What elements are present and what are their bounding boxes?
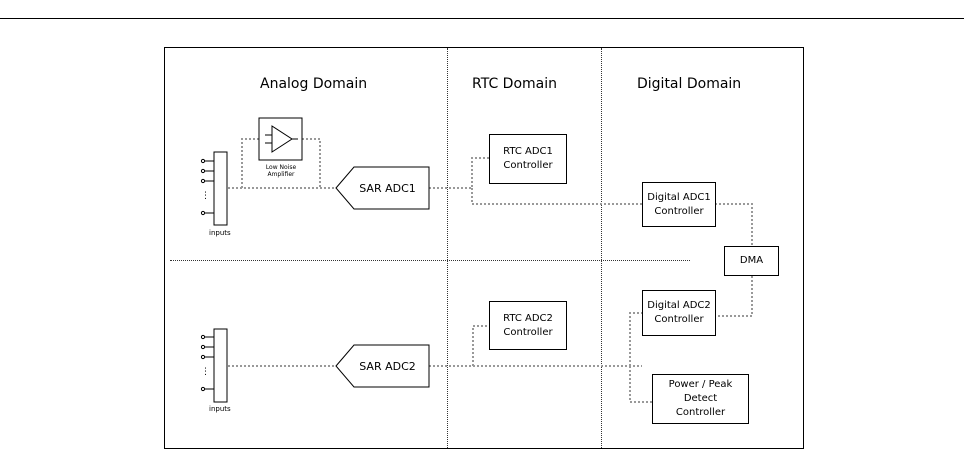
sar-adc1: SAR ADC1 — [336, 167, 429, 209]
input-to-lna-wire — [241, 138, 259, 188]
digital-domain-title: Digital Domain — [637, 76, 742, 92]
digital-adc2-controller: Digital ADC2 Controller — [642, 290, 716, 336]
digital-adc2-controller-label: Digital ADC2 Controller — [647, 300, 711, 325]
power-peak-detect-controller-label: Power / Peak Detect Controller — [668, 379, 733, 418]
input-ellipsis-1: ⋮ — [201, 191, 210, 201]
input-mux-adc1 — [200, 151, 228, 226]
sar-adc2-shape — [335, 344, 430, 388]
dma-block: DMA — [724, 246, 779, 276]
digital-adc1-controller: Digital ADC1 Controller — [642, 182, 716, 227]
lna-block — [258, 117, 303, 161]
sar-adc1-label: SAR ADC1 — [359, 181, 416, 195]
amplifier-icon — [271, 125, 293, 153]
power-peak-detect-controller: Power / Peak Detect Controller — [652, 374, 749, 424]
sar-adc1-to-digital-adc1-wire — [471, 188, 642, 205]
rtc-domain-title: RTC Domain — [472, 76, 557, 92]
input-bus-bar-1 — [213, 151, 228, 226]
rtc-adc1-controller-label: RTC ADC1 Controller — [503, 146, 553, 171]
analog-domain-title: Analog Domain — [260, 76, 368, 92]
lna-label: Low Noise Amplifier — [265, 164, 297, 178]
diagram-frame — [164, 47, 804, 449]
page-top-rule — [0, 18, 964, 19]
input-ellipsis-2: ⋮ — [201, 367, 210, 377]
input-bus-bar-2 — [213, 328, 228, 403]
digital-adc1-to-dma-wire — [715, 203, 753, 246]
digital-adc1-controller-label: Digital ADC1 Controller — [647, 191, 711, 217]
analog-rtc-divider — [447, 48, 448, 448]
lna-to-sar-adc1-wire — [302, 138, 321, 188]
rtc-adc1-controller: RTC ADC1 Controller — [489, 134, 567, 184]
input-mux-adc2 — [200, 328, 228, 403]
dma-to-digital-adc2-wire — [716, 276, 753, 317]
inputs-label-1: inputs — [209, 229, 231, 237]
sar-adc2-to-power-peak-wire — [629, 366, 652, 403]
rtc-adc2-controller: RTC ADC2 Controller — [489, 301, 567, 350]
sar-adc2-to-rtc-adc2-wire — [472, 325, 489, 366]
sar-adc2-to-digital-adc2-wire — [629, 312, 642, 366]
adc1-adc2-divider — [170, 260, 690, 261]
inputs-label-2: inputs — [209, 405, 231, 413]
sar-adc2-label: SAR ADC2 — [359, 359, 416, 373]
sar-adc1-shape — [335, 166, 430, 210]
sar-adc2: SAR ADC2 — [336, 345, 429, 387]
rtc-adc2-controller-label: RTC ADC2 Controller — [503, 312, 553, 338]
dma-label: DMA — [739, 255, 764, 266]
rtc-digital-divider — [601, 48, 602, 448]
sar-adc1-to-rtc-adc1-wire — [429, 157, 489, 189]
